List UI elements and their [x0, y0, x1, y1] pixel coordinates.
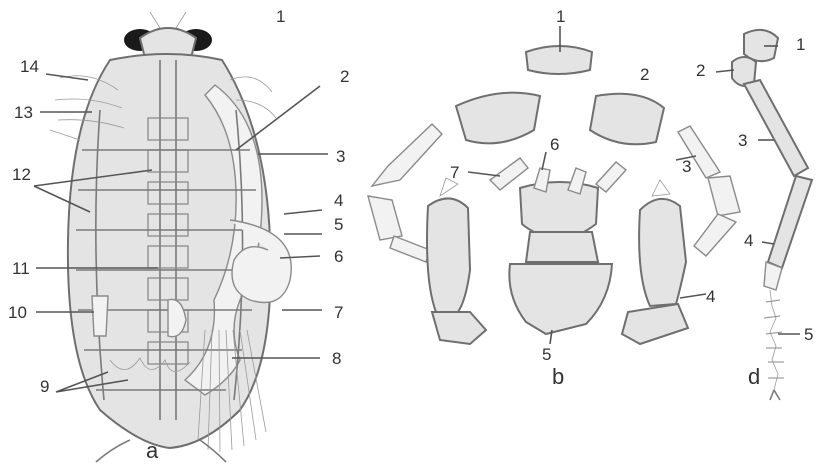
label-b-4: 4 [706, 287, 715, 306]
label-a-9: 9 [40, 377, 49, 396]
label-a-5: 5 [334, 215, 343, 234]
label-d-1: 1 [796, 35, 805, 54]
label-b-5: 5 [542, 345, 551, 364]
label-b-2: 2 [640, 65, 649, 84]
label-a-14: 14 [20, 57, 39, 76]
label-b-3: 3 [682, 157, 691, 176]
label-b-1: 1 [556, 7, 565, 26]
label-a-11: 11 [12, 259, 30, 278]
label-a-6: 6 [334, 247, 343, 266]
panel-a-letter: a [146, 438, 159, 463]
label-a-13: 13 [14, 103, 33, 122]
panel-b-drawing [368, 46, 740, 344]
label-d-2: 2 [696, 61, 705, 80]
label-d-4: 4 [744, 231, 753, 250]
label-a-3: 3 [336, 147, 345, 166]
label-b-7: 7 [450, 163, 459, 182]
label-a-1: 1 [276, 7, 285, 26]
label-d-3: 3 [738, 131, 747, 150]
label-a-10: 10 [8, 303, 27, 322]
panel-d-letter: d [748, 364, 760, 389]
panel-b-letter: b [552, 364, 564, 389]
label-a-12: 12 [12, 165, 31, 184]
label-a-8: 8 [332, 349, 341, 368]
label-a-2: 2 [340, 67, 349, 86]
label-a-7: 7 [334, 303, 343, 322]
label-d-5: 5 [804, 325, 813, 344]
panel-d-drawing [732, 30, 812, 400]
label-a-4: 4 [334, 191, 343, 210]
label-b-6: 6 [550, 135, 559, 154]
